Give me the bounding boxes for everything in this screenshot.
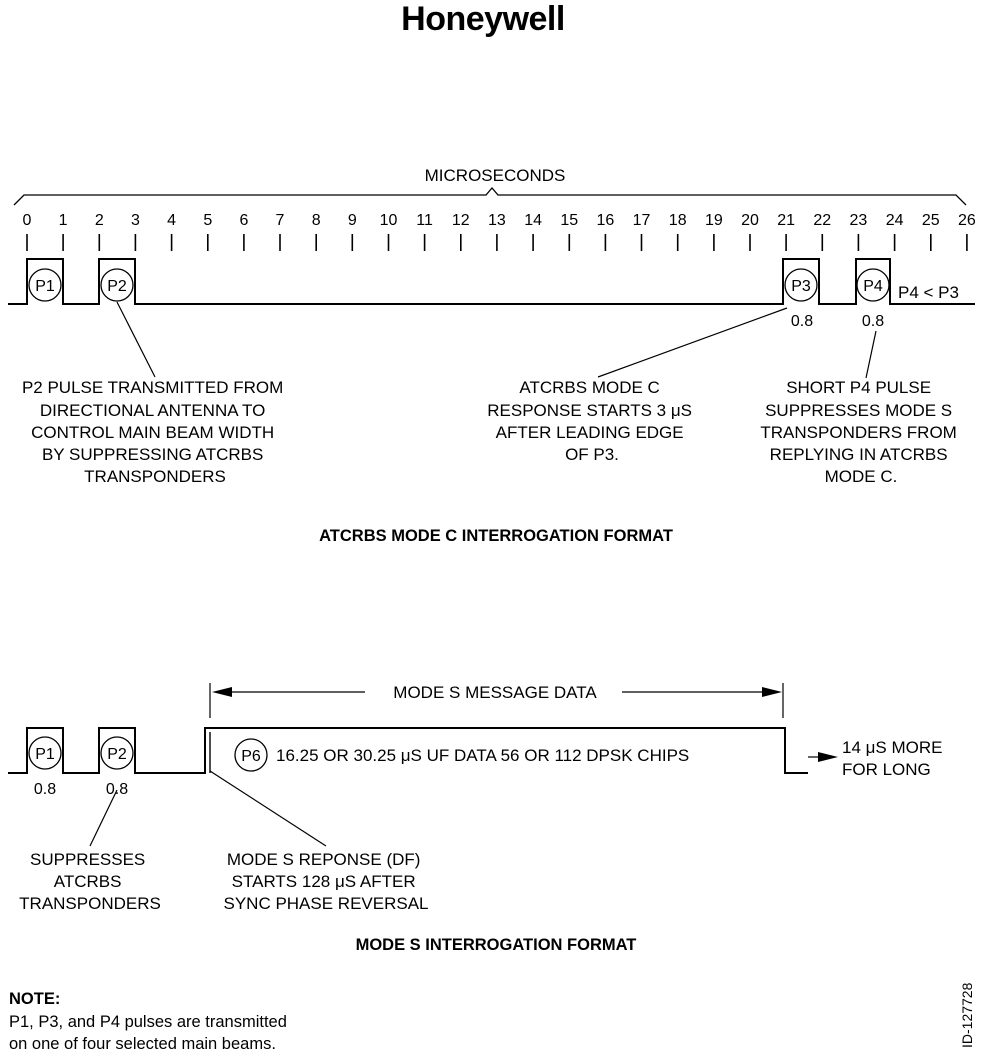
figure-id: ID-127728 <box>959 982 975 1048</box>
pulse-p6: P6 <box>234 738 268 772</box>
tick-label: 1 <box>59 212 68 229</box>
atcrbs-waveform <box>8 258 975 305</box>
p4-relation-label: P4 < P3 <box>898 283 959 302</box>
pulse-p1: P1 <box>28 268 62 302</box>
tick-label: 21 <box>777 212 795 229</box>
long-format-arrowhead <box>818 752 838 762</box>
brand-logo: Honeywell <box>401 0 565 38</box>
pulse-p1-mode-s: P1 <box>28 736 62 770</box>
tick-label: 17 <box>633 212 651 229</box>
tick-label: 11 <box>416 212 433 229</box>
tick-label: 18 <box>669 212 687 229</box>
long-format-note: 14 μS MORE FOR LONG <box>842 738 947 779</box>
tick-label: 14 <box>524 212 542 229</box>
response-leader-line <box>209 770 327 847</box>
suppress-leader-line <box>89 789 118 847</box>
tick-label: 9 <box>348 212 357 229</box>
tick-label: 26 <box>958 212 976 229</box>
tick-label: 23 <box>850 212 868 229</box>
p4-leader-line <box>865 330 877 379</box>
pulse-p3-label: P3 <box>791 278 811 295</box>
pulse-p2-mode-s-label: P2 <box>107 746 127 763</box>
message-data-label: MODE S MESSAGE DATA <box>393 683 597 702</box>
note-block: NOTE: P1, P3, and P4 pulses are transmit… <box>9 990 292 1053</box>
suppress-annotation: SUPPRESSES ATCRBS TRANSPONDERS <box>19 850 161 913</box>
tick-label: 6 <box>239 212 248 229</box>
p1-width-label: 0.8 <box>34 781 56 798</box>
mode-s-waveform <box>8 727 808 774</box>
p2-width-label: 0.8 <box>106 781 128 798</box>
atcrbs-title: ATCRBS MODE C INTERROGATION FORMAT <box>319 527 673 545</box>
pulse-p2-label: P2 <box>107 278 127 295</box>
microseconds-label: MICROSECONDS <box>425 166 566 185</box>
tick-label: 15 <box>560 212 578 229</box>
left-arrowhead <box>212 687 232 697</box>
pulse-p2: P2 <box>100 268 134 302</box>
tick-label: 0 <box>23 212 32 229</box>
note-heading: NOTE: <box>9 990 60 1008</box>
tick-label: 2 <box>95 212 104 229</box>
pulse-p1-mode-s-label: P1 <box>35 746 55 763</box>
tick-label: 12 <box>452 212 470 229</box>
tick-label: 10 <box>380 212 398 229</box>
p2-annotation: P2 PULSE TRANSMITTED FROM DIRECTIONAL AN… <box>22 378 288 486</box>
pulse-p4-label: P4 <box>863 278 883 295</box>
microseconds-bracket <box>13 187 967 206</box>
tick-label: 22 <box>813 212 831 229</box>
p4-width-label: 0.8 <box>862 313 884 330</box>
tick-label: 4 <box>167 212 176 229</box>
pulse-p4: P4 <box>856 268 890 302</box>
p3-annotation: ATCRBS MODE C RESPONSE STARTS 3 μS AFTER… <box>487 378 696 464</box>
pulse-p3: P3 <box>784 268 818 302</box>
mode-s-diagram: MODE S MESSAGE DATA P1 P2 P6 16.25 OR 30… <box>8 683 947 954</box>
p3-leader-line <box>597 307 788 378</box>
p6-description: 16.25 OR 30.25 μS UF DATA 56 OR 112 DPSK… <box>276 746 689 765</box>
tick-label: 3 <box>131 212 140 229</box>
tick-label: 16 <box>597 212 615 229</box>
note-text: P1, P3, and P4 pulses are transmitted on… <box>9 1013 292 1053</box>
tick-label: 7 <box>276 212 285 229</box>
p2-leader-line <box>116 301 156 378</box>
tick-label: 19 <box>705 212 723 229</box>
pulse-p6-label: P6 <box>241 748 261 765</box>
tick-label: 8 <box>312 212 321 229</box>
tick-label: 13 <box>488 212 506 229</box>
response-annotation: MODE S REPONSE (DF) STARTS 128 μS AFTER … <box>223 850 428 913</box>
tick-label: 25 <box>922 212 940 229</box>
p3-width-label: 0.8 <box>791 313 813 330</box>
tick-label: 5 <box>203 212 212 229</box>
pulse-p1-label: P1 <box>35 278 55 295</box>
tick-label: 24 <box>886 212 904 229</box>
mode-s-title: MODE S INTERROGATION FORMAT <box>356 936 637 954</box>
p4-annotation: SHORT P4 PULSE SUPPRESSES MODE S TRANSPO… <box>760 378 961 486</box>
right-arrowhead <box>762 687 782 697</box>
pulse-p2-mode-s: P2 <box>100 736 134 770</box>
tick-label: 20 <box>741 212 759 229</box>
